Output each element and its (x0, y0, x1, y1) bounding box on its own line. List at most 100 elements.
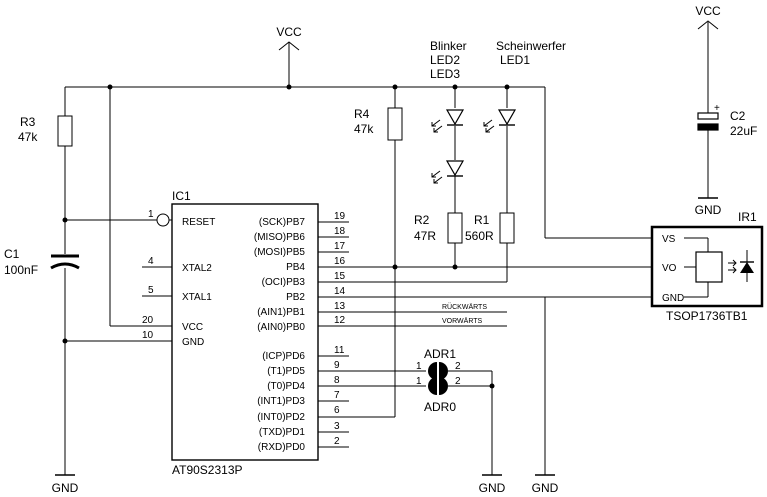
svg-text:4: 4 (148, 256, 154, 267)
svg-text:1: 1 (148, 209, 154, 220)
svg-text:15: 15 (334, 271, 346, 282)
svg-text:(ICP)PD6: (ICP)PD6 (262, 351, 305, 362)
svg-text:R2: R2 (414, 213, 430, 227)
gnd-symbol-c2: GND (695, 197, 722, 217)
svg-text:PB4: PB4 (286, 262, 305, 273)
svg-text:(OCI)PB3: (OCI)PB3 (262, 277, 306, 288)
svg-text:(MISO)PB6: (MISO)PB6 (254, 232, 306, 243)
svg-text:Scheinwerfer: Scheinwerfer (496, 39, 566, 53)
svg-text:(INT1)PD3: (INT1)PD3 (257, 396, 305, 407)
blinker-label: Blinker LED2 LED3 (430, 39, 467, 81)
svg-text:(RXD)PD0: (RXD)PD0 (258, 442, 306, 453)
svg-text:R1: R1 (474, 213, 490, 227)
svg-text:(INT0)PD2: (INT0)PD2 (257, 412, 305, 423)
capacitor-c1: C1 100nF (4, 247, 80, 277)
svg-text:10: 10 (142, 330, 154, 341)
svg-text:GND: GND (52, 481, 79, 495)
vcc-label-top: VCC (276, 25, 302, 39)
svg-text:16: 16 (334, 256, 346, 267)
svg-text:PB2: PB2 (286, 292, 305, 303)
svg-text:LED2: LED2 (430, 53, 460, 67)
svg-text:LED1: LED1 (500, 53, 530, 67)
svg-text:XTAL2: XTAL2 (182, 263, 212, 274)
ic-left-pins: 1 RESET 4 XTAL2 5 XTAL1 20 VCC 10 GND (142, 209, 215, 348)
svg-text:(T1)PD5: (T1)PD5 (267, 366, 305, 377)
svg-text:GND: GND (532, 481, 559, 495)
svg-text:(TXD)PD1: (TXD)PD1 (259, 427, 306, 438)
svg-text:ADR1: ADR1 (424, 347, 456, 361)
signal-forward-label: VORWÄRTS (442, 317, 483, 325)
resistor-r2: R2 47R (414, 212, 463, 244)
svg-text:ADR0: ADR0 (424, 400, 456, 414)
gnd-symbol-c1: GND (52, 474, 79, 495)
svg-text:GND: GND (479, 481, 506, 495)
svg-text:560R: 560R (465, 229, 494, 243)
ic-right-pins: (SCK)PB7 19 (MISO)PB6 18 (MOSI)PB5 17 PB… (254, 211, 346, 453)
svg-text:9: 9 (334, 360, 340, 371)
svg-text:11: 11 (334, 345, 345, 356)
svg-text:(MOSI)PB5: (MOSI)PB5 (254, 247, 306, 258)
svg-text:C1: C1 (4, 247, 20, 261)
svg-text:20: 20 (142, 315, 154, 326)
svg-text:R4: R4 (354, 107, 370, 121)
vcc-label-right: VCC (695, 4, 721, 18)
jumper-adr0: ADR0 1 2 (416, 376, 461, 414)
svg-text:1: 1 (416, 376, 422, 387)
svg-text:12: 12 (334, 315, 346, 326)
svg-text:22uF: 22uF (730, 124, 757, 138)
svg-text:TSOP1736TB1: TSOP1736TB1 (666, 309, 748, 323)
svg-text:3: 3 (334, 421, 340, 432)
signal-backward-label: RÜCKWÄRTS (442, 303, 487, 311)
svg-text:7: 7 (334, 390, 340, 401)
svg-text:47R: 47R (414, 229, 436, 243)
svg-text:6: 6 (334, 405, 340, 416)
vcc-symbol-top: VCC (276, 25, 302, 68)
svg-text:47k: 47k (354, 122, 374, 136)
svg-text:+: + (714, 103, 720, 114)
svg-text:14: 14 (334, 286, 346, 297)
ic-ref: IC1 (172, 189, 191, 203)
svg-text:VO: VO (662, 263, 677, 274)
svg-text:(SCK)PB7: (SCK)PB7 (259, 217, 306, 228)
svg-text:R3: R3 (20, 115, 36, 129)
svg-text:LED3: LED3 (430, 67, 460, 81)
svg-text:2: 2 (334, 436, 340, 447)
svg-text:18: 18 (334, 226, 346, 237)
svg-text:VS: VS (662, 234, 676, 245)
svg-text:XTAL1: XTAL1 (182, 292, 212, 303)
headlight-label: Scheinwerfer LED1 (496, 39, 566, 67)
svg-text:(T0)PD4: (T0)PD4 (267, 381, 305, 392)
svg-text:17: 17 (334, 241, 346, 252)
svg-text:2: 2 (455, 376, 461, 387)
svg-text:2: 2 (455, 361, 461, 372)
ic-at90s2313: IC1 AT90S2313P (156, 189, 319, 477)
capacitor-c2: + C2 22uF (697, 103, 757, 138)
svg-text:GND: GND (662, 293, 684, 304)
svg-text:GND: GND (695, 203, 722, 217)
svg-text:5: 5 (148, 285, 154, 296)
led-2 (431, 109, 465, 133)
svg-text:19: 19 (334, 211, 346, 222)
svg-text:(AIN1)PB1: (AIN1)PB1 (257, 307, 305, 318)
ic-part: AT90S2313P (172, 463, 243, 477)
led-3 (431, 160, 465, 184)
svg-text:IR1: IR1 (738, 210, 757, 224)
svg-text:VCC: VCC (182, 322, 203, 333)
resistor-r4: R4 47k (354, 107, 403, 141)
junctions (62, 84, 510, 389)
ir-receiver-tsop: IR1 TSOP1736TB1 VS VO GND (650, 210, 764, 323)
wires (64, 22, 709, 475)
svg-text:RESET: RESET (182, 217, 215, 228)
gnd-symbol-ir: GND (532, 474, 559, 495)
resistor-r1: R1 560R (465, 212, 515, 244)
svg-text:C2: C2 (730, 109, 746, 123)
svg-text:Blinker: Blinker (430, 39, 467, 53)
svg-text:47k: 47k (18, 130, 38, 144)
led-1 (483, 109, 517, 133)
resistor-r3: R3 47k (18, 115, 73, 147)
svg-text:1: 1 (416, 361, 422, 372)
svg-text:100nF: 100nF (4, 263, 38, 277)
svg-text:GND: GND (182, 337, 204, 348)
jumper-adr1: ADR1 1 2 (416, 347, 461, 380)
